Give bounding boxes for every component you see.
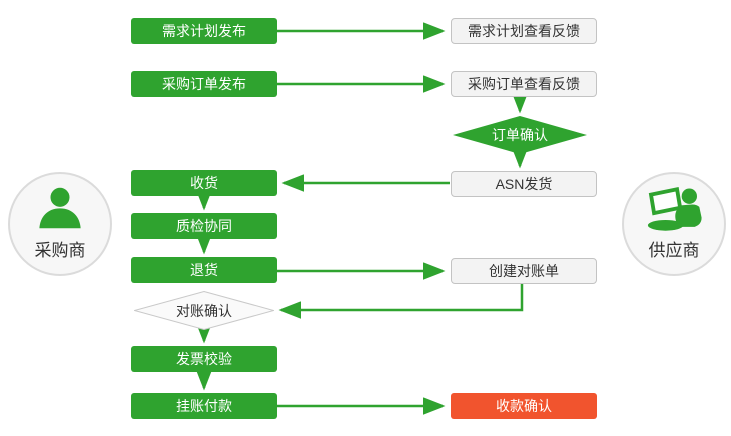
node-invoice-verify: 发票校验 [131, 346, 277, 372]
node-quality-inspection: 质检协同 [131, 213, 277, 239]
actor-supplier: 供应商 [622, 172, 726, 276]
node-order-confirm-decision: 订单确认 [453, 116, 587, 154]
node-payment-confirm: 收款确认 [451, 393, 597, 419]
person-laptop-icon [647, 187, 702, 231]
node-reconcile-confirm-decision: 对账确认 [134, 291, 274, 330]
node-demand-plan-feedback: 需求计划查看反馈 [451, 18, 597, 44]
node-demand-plan-publish: 需求计划发布 [131, 18, 277, 44]
actor-buyer-label: 采购商 [34, 241, 86, 260]
node-return-goods: 退货 [131, 257, 277, 283]
actor-buyer: 采购商 [8, 172, 112, 276]
node-payment-on-account: 挂账付款 [131, 393, 277, 419]
diamond-shape [453, 116, 587, 154]
person-icon [39, 187, 81, 229]
node-create-statement: 创建对账单 [451, 258, 597, 284]
diamond-shape [134, 291, 274, 330]
node-purchase-order-feedback: 采购订单查看反馈 [451, 71, 597, 97]
node-receive-goods: 收货 [131, 170, 277, 196]
node-purchase-order-publish: 采购订单发布 [131, 71, 277, 97]
actor-supplier-label: 供应商 [648, 241, 700, 260]
node-asn-ship: ASN发货 [451, 171, 597, 197]
decision-label: 对账确认 [176, 302, 232, 319]
decision-label: 订单确认 [492, 127, 548, 143]
